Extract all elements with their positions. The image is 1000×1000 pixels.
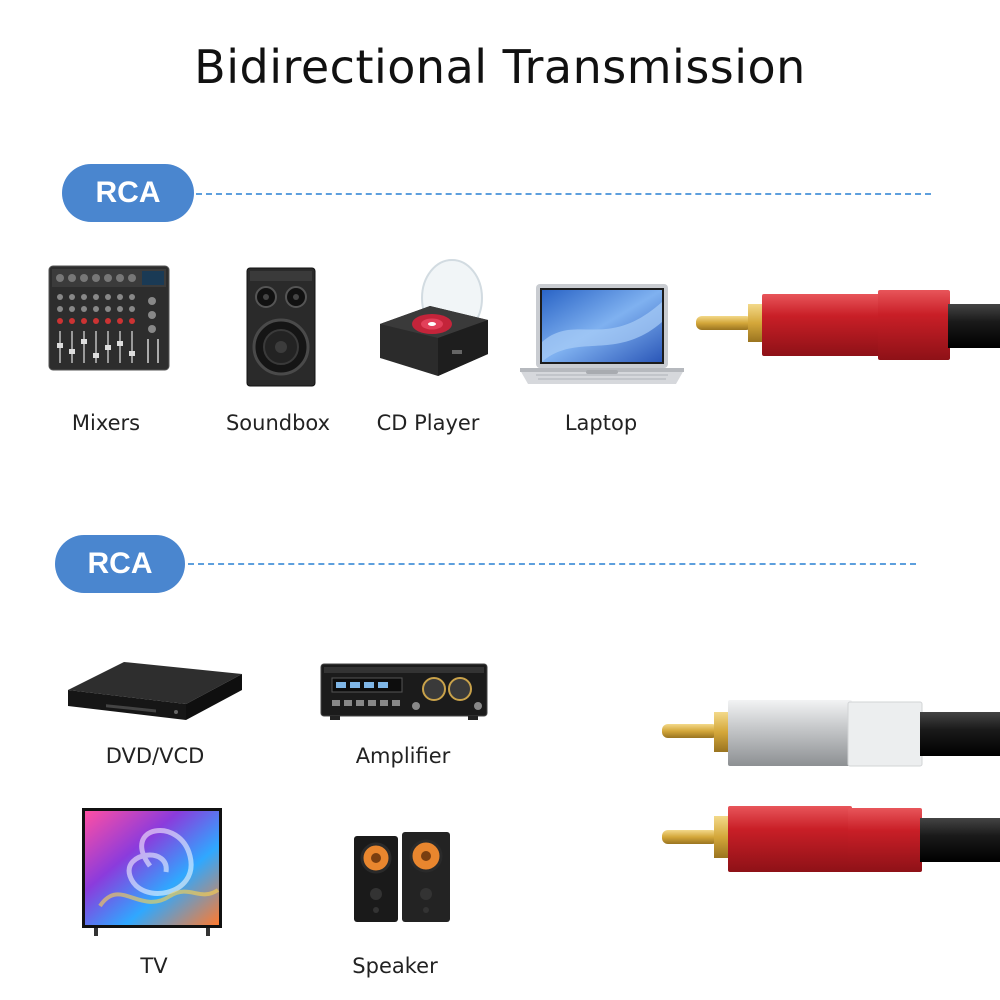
device-label-tv: TV xyxy=(140,954,168,978)
rca-tag-top: RCA xyxy=(62,164,194,222)
tv-icon xyxy=(80,806,224,938)
page-title: Bidirectional Transmission xyxy=(194,40,806,94)
laptop-icon xyxy=(516,282,688,402)
rca-plug-white-icon xyxy=(658,696,1000,772)
rca-tag-bottom: RCA xyxy=(55,535,185,593)
divider-line-bottom xyxy=(188,563,916,565)
device-label-dvd-vcd: DVD/VCD xyxy=(105,744,205,768)
cd-player-icon xyxy=(372,258,494,378)
device-label-speaker: Speaker xyxy=(352,954,438,978)
dvd-player-icon xyxy=(66,660,244,724)
soundbox-icon xyxy=(246,267,316,387)
device-label-amplifier: Amplifier xyxy=(355,744,451,768)
device-label-cd-player: CD Player xyxy=(376,411,480,435)
rca-plug-red-icon xyxy=(692,288,1000,364)
divider-line-top xyxy=(196,193,931,195)
amplifier-icon xyxy=(320,662,488,720)
device-label-mixers: Mixers xyxy=(71,411,141,435)
rca-plug-red-icon-2 xyxy=(658,802,1000,878)
speaker-icon xyxy=(352,830,452,926)
mixer-icon xyxy=(48,265,170,371)
device-label-laptop: Laptop xyxy=(564,411,638,435)
device-label-soundbox: Soundbox xyxy=(225,411,331,435)
